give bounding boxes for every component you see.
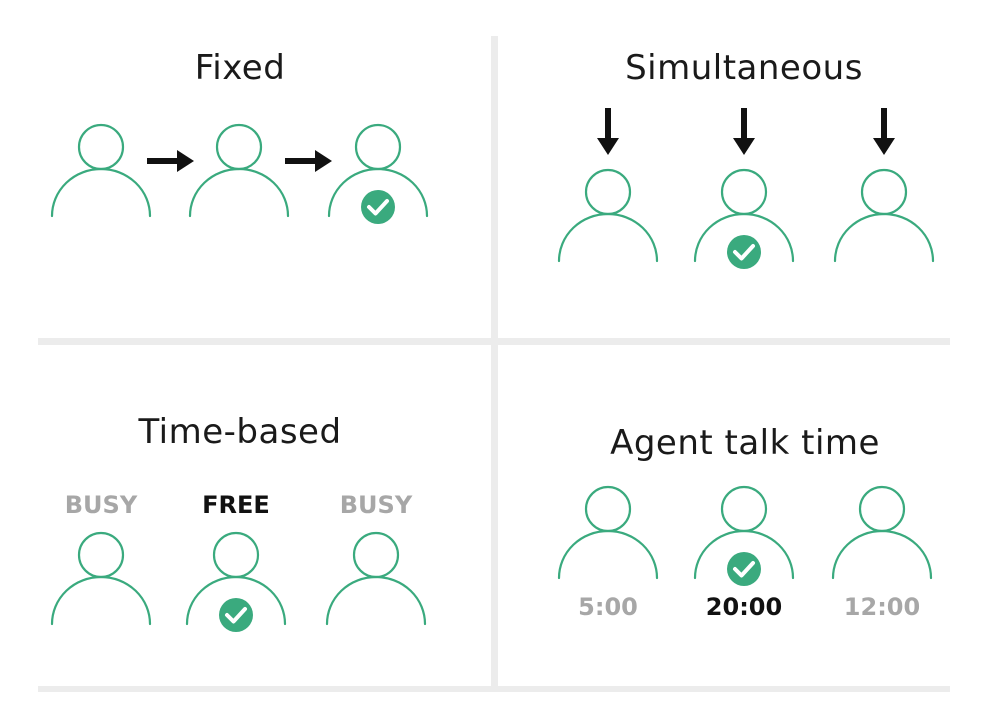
person-outline-icon	[50, 531, 152, 626]
agent-status-label: BUSY	[64, 491, 138, 519]
person-head	[720, 485, 768, 533]
agent-status-label: BUSY	[339, 491, 413, 519]
panel-title-simultaneous: Simultaneous	[625, 48, 863, 88]
person-body	[325, 575, 427, 626]
person-body	[327, 167, 429, 218]
person-body	[557, 529, 659, 580]
agent-talk-time-label: 12:00	[843, 593, 921, 621]
person-outline-icon	[185, 531, 287, 632]
person-body	[185, 575, 287, 626]
panel-title-time-based: Time-based	[138, 412, 342, 452]
person-body	[50, 167, 152, 218]
agent-status-label: FREE	[202, 491, 270, 519]
check-circle-icon	[727, 552, 761, 586]
person-head	[584, 168, 632, 216]
person-outline-icon	[188, 123, 290, 218]
check-circle-icon	[727, 235, 761, 269]
person-body	[693, 212, 795, 263]
person-body	[693, 529, 795, 580]
person-outline-icon	[831, 485, 933, 580]
person-body	[831, 529, 933, 580]
person-outline-icon	[693, 485, 795, 586]
vertical-divider	[491, 36, 498, 688]
person-head	[352, 531, 400, 579]
person-head	[860, 168, 908, 216]
arrow-down-icon	[873, 108, 895, 155]
person-head	[77, 123, 125, 171]
person-outline-icon	[327, 123, 429, 224]
person-head	[212, 531, 260, 579]
person-body	[833, 212, 935, 263]
person-body	[557, 212, 659, 263]
person-outline-icon	[557, 485, 659, 580]
panel-title-fixed: Fixed	[194, 48, 286, 88]
check-circle-icon	[219, 598, 253, 632]
bottom-divider	[38, 686, 950, 692]
person-head	[584, 485, 632, 533]
person-outline-icon	[325, 531, 427, 626]
agent-talk-time-label: 20:00	[705, 593, 783, 621]
panel-title-agent-talk-time: Agent talk time	[610, 423, 880, 463]
person-outline-icon	[833, 168, 935, 263]
arrow-down-icon	[597, 108, 619, 155]
person-outline-icon	[693, 168, 795, 269]
arrow-right-icon	[147, 150, 194, 172]
person-body	[188, 167, 290, 218]
horizontal-divider	[38, 338, 950, 345]
person-body	[50, 575, 152, 626]
person-outline-icon	[50, 123, 152, 218]
person-head	[720, 168, 768, 216]
arrow-right-icon	[285, 150, 332, 172]
agent-talk-time-label: 5:00	[578, 593, 638, 621]
person-head	[215, 123, 263, 171]
arrow-down-icon	[733, 108, 755, 155]
person-outline-icon	[557, 168, 659, 263]
person-head	[77, 531, 125, 579]
person-head	[354, 123, 402, 171]
check-circle-icon	[361, 190, 395, 224]
person-head	[858, 485, 906, 533]
